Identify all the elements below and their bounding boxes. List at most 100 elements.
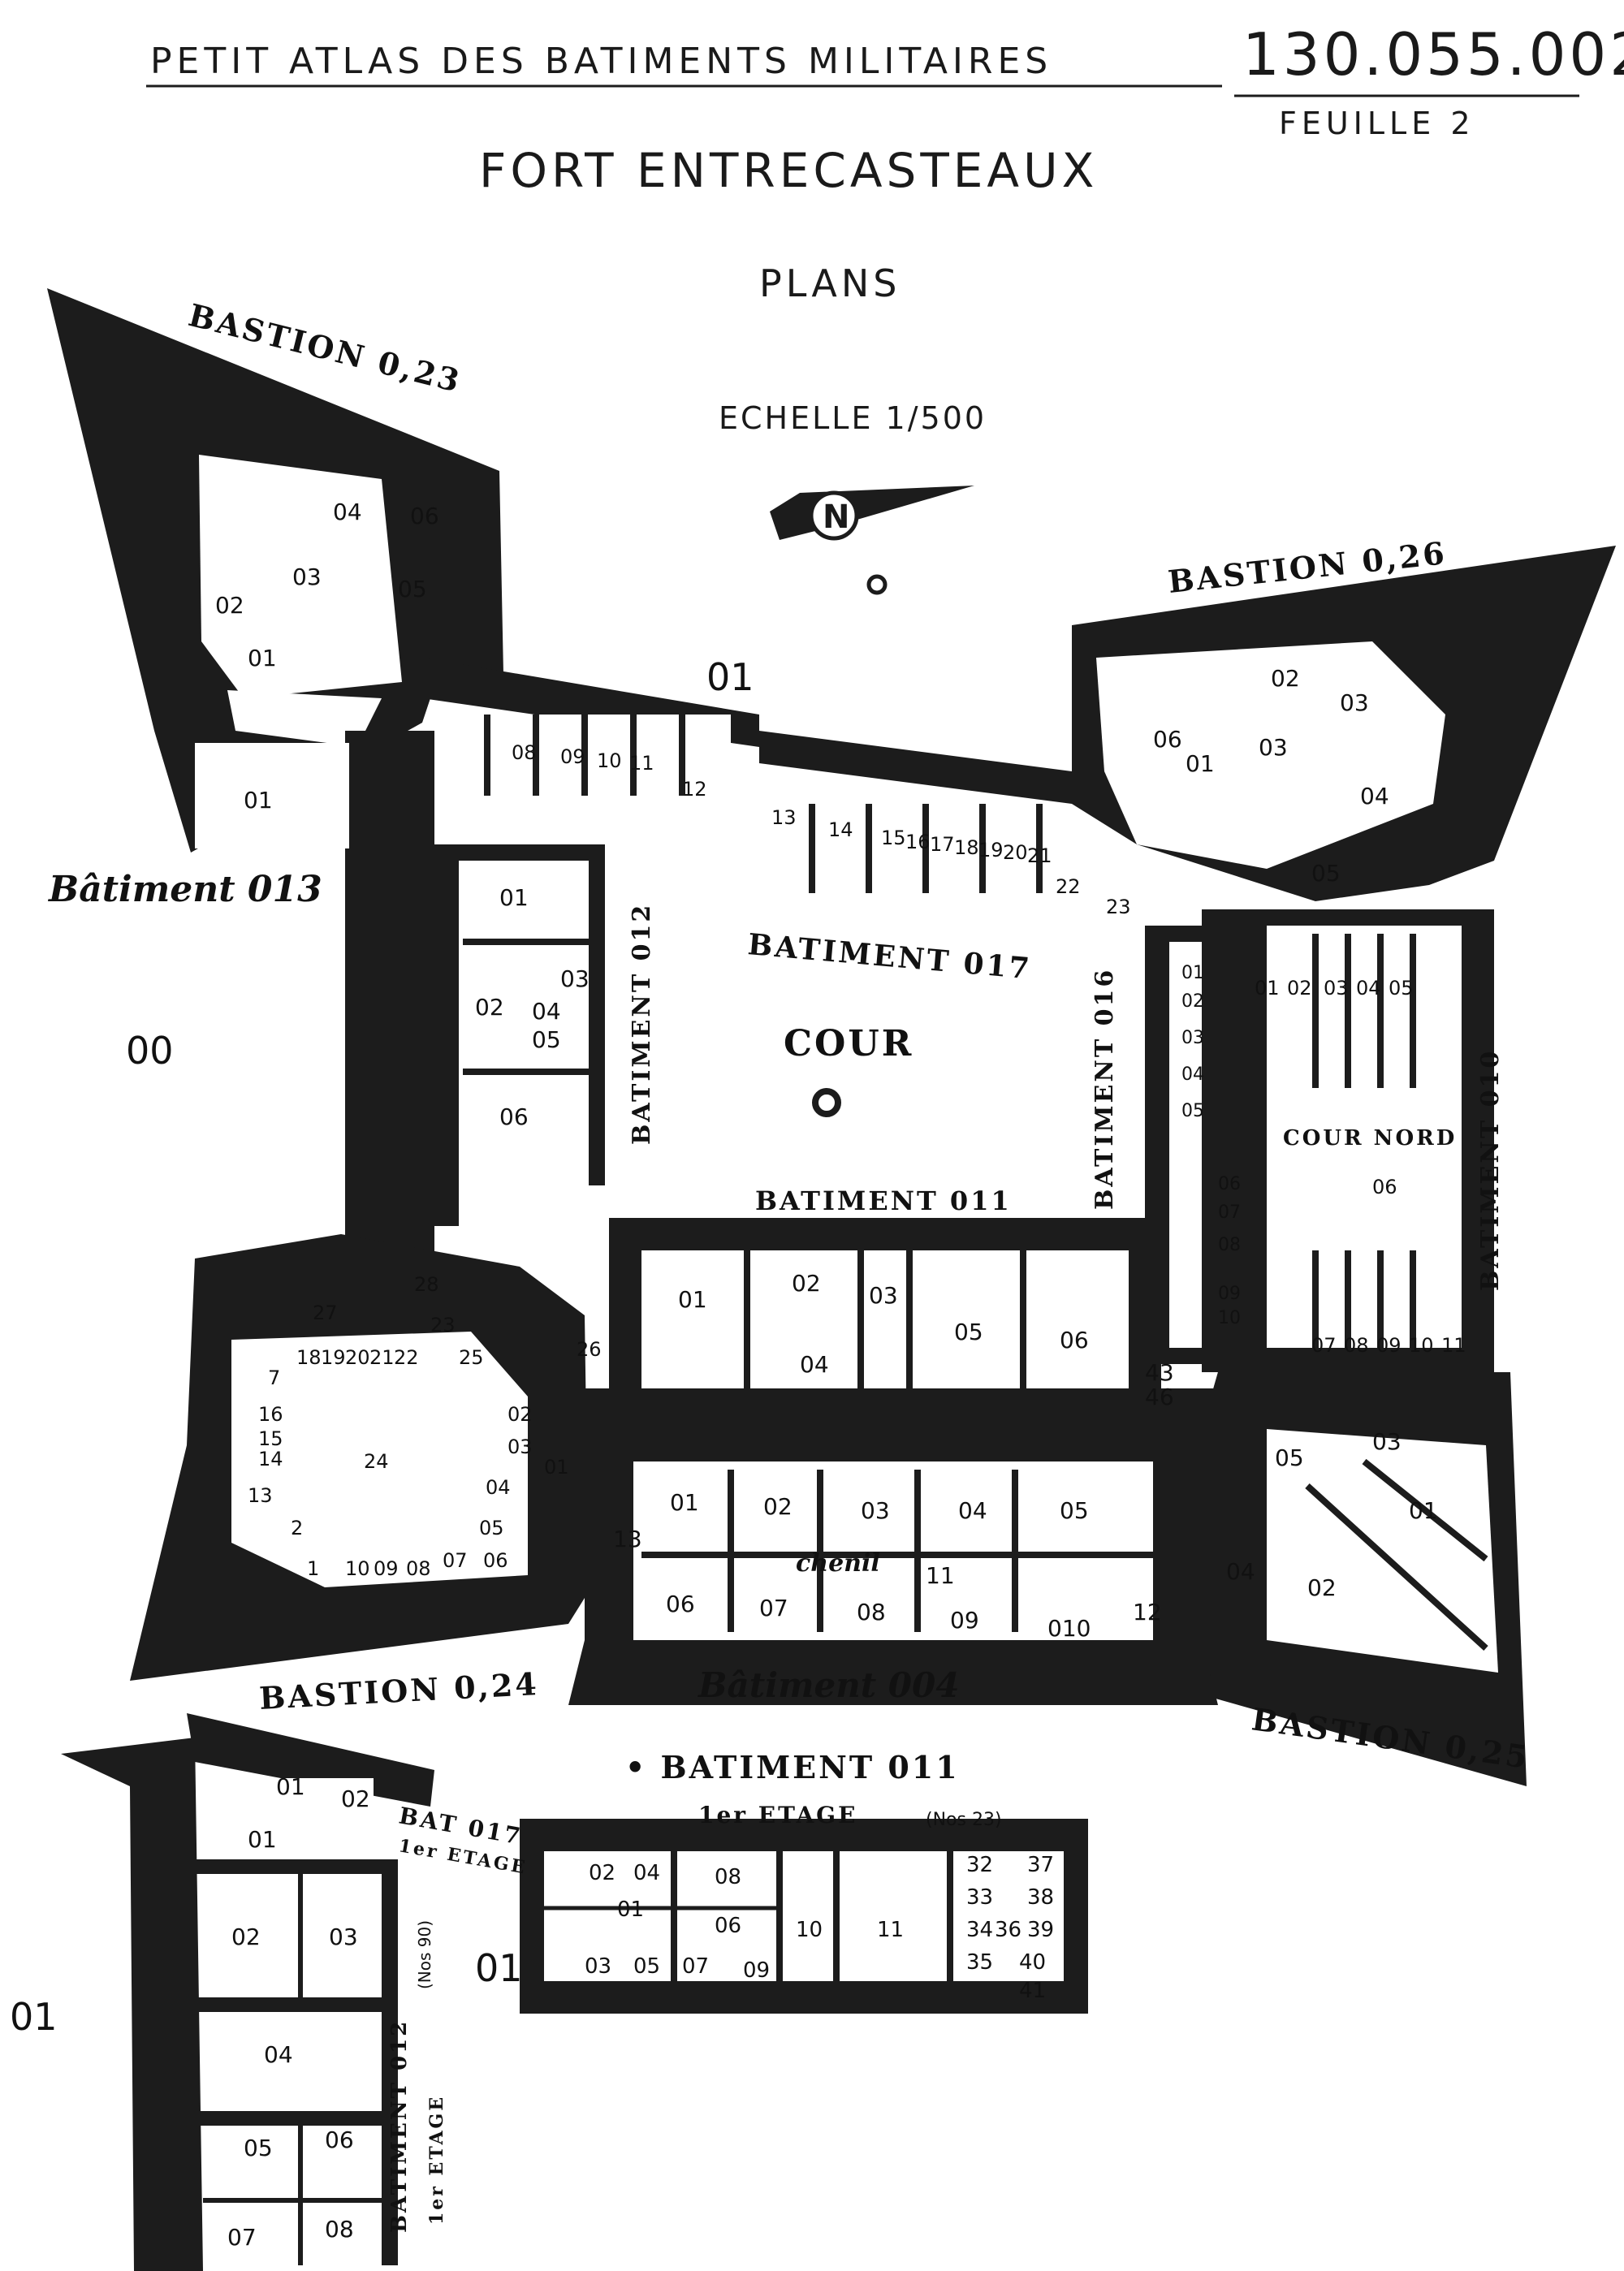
room-number-b026-5: 05 [1311,860,1341,887]
room-number-b012-2: 03 [560,965,590,992]
room-number-b024-9: 22 [394,1346,419,1369]
room-number-b023-4: 05 [398,576,427,602]
room-number-b024-26: 02 [508,1403,533,1426]
building-004-label: Bâtiment 004 [698,1665,959,1705]
room-number-b024-24: 04 [486,1476,511,1499]
room-number-b016-7: 08 [1218,1235,1241,1255]
room-number-b024-15: 13 [248,1484,273,1507]
room-number-b025-0: 01 [1409,1497,1438,1524]
plans-subtitle: PLANS [759,261,901,305]
room-number-b024-14: 14 [258,1448,283,1470]
room-number-b024-0: 24 [364,1450,389,1473]
room-number-b011_up-13: 34 [966,1918,993,1942]
zone-exterior: 00 [126,1029,174,1073]
building-012-label: BATIMENT 012 [628,903,656,1145]
room-number-b026-1: 02 [1271,665,1300,692]
room-number-b011_up-0: 02 [589,1861,615,1885]
room-number-b011_up-10: 09 [743,1958,770,1983]
room-number-b004-7: 08 [857,1599,886,1626]
room-number-b004-1: 02 [763,1493,793,1520]
room-number-b024-7: 20 [345,1346,370,1369]
room-number-b011_up-14: 35 [966,1950,993,1975]
building-013-label: Bâtiment 013 [47,869,322,910]
room-number-b017-9: 17 [930,833,955,856]
b011-upper-walls [520,1819,1088,1851]
compass-label: N [823,499,849,536]
room-number-b011_up-18: 39 [1027,1918,1054,1942]
room-number-b004-11: 12 [1133,1599,1162,1626]
room-number-b016-9: 10 [1218,1308,1241,1328]
room-number-b011-2: 03 [869,1282,898,1309]
room-number-b012-0: 01 [499,884,529,911]
room-number-b024-27: 01 [544,1456,569,1479]
room-number-b011_up-16: 37 [1027,1853,1054,1877]
room-number-b004-4: 05 [1060,1497,1089,1524]
room-number-b024-8: 21 [369,1346,395,1369]
room-number-b011_up-4: 06 [715,1914,741,1938]
room-number-b004-5: 06 [666,1591,695,1617]
room-number-b023-2: 03 [292,563,322,590]
room-number-b011_up-20: 41 [1019,1979,1046,2003]
room-number-b026-4: 04 [1360,783,1389,810]
room-number-b024-22: 06 [483,1549,508,1572]
room-number-b011_up-2: 01 [617,1898,644,1922]
room-number-b024-3: 25 [459,1346,484,1369]
room-number-b025-4: 05 [1275,1444,1304,1471]
room-number-b010-7: 08 [1344,1334,1369,1357]
room-number-b025-3: 04 [1226,1558,1255,1585]
room-number-b024-6: 19 [321,1346,346,1369]
room-number-b011-6: 43 [1145,1359,1174,1386]
room-number-b011_up-17: 38 [1027,1885,1054,1910]
room-number-b026-3: 03 [1259,734,1288,761]
room-number-b017-1: 09 [560,745,585,768]
room-number-b010-1: 02 [1287,977,1312,999]
room-number-b012-1: 02 [475,994,504,1021]
zone-moat-west: 01 [475,1946,523,1990]
room-number-b017-4: 12 [682,778,707,801]
room-number-b010-8: 09 [1376,1334,1402,1357]
room-number-b017-14: 22 [1056,875,1081,898]
sheet-number: FEUILLE 2 [1279,106,1475,141]
room-number-b017_up-1: 02 [341,1785,370,1812]
room-number-b012_up-4: 06 [325,2126,354,2153]
zone-courtyard-north: 01 [706,655,754,699]
room-number-b011-1: 02 [792,1270,821,1297]
room-number-b012_up-0: 02 [231,1923,261,1950]
room-number-b017-5: 13 [771,806,797,829]
room-number-b017_up-2: 01 [248,1826,277,1853]
chenil-label: chenil [796,1549,880,1578]
room-number-b012_up-5: 07 [227,2224,257,2251]
room-number-b016-5: 06 [1218,1174,1241,1194]
room-number-b016-6: 07 [1218,1202,1241,1223]
room-number-b011-7: 46 [1145,1384,1174,1410]
room-number-b024-17: 1 [307,1557,319,1580]
atlas-title: PETIT ATLAS DES BATIMENTS MILITAIRES [150,41,1052,82]
room-number-b017-10: 18 [954,836,979,859]
room-number-b024-19: 09 [374,1557,399,1580]
b011-upper-floor: 1er ETAGE [698,1802,857,1828]
room-number-b012-3: 04 [532,998,561,1025]
room-number-b004-6: 07 [759,1595,788,1621]
courtyard-well-icon [812,1088,841,1117]
room-number-b024-18: 10 [345,1557,370,1580]
room-number-b024-23: 05 [479,1517,504,1539]
room-number-b004-0: 01 [670,1489,699,1516]
room-number-b024-1: 27 [313,1302,338,1324]
room-number-b011_up-15: 36 [995,1918,1021,1942]
reference-number: 130.055.002 [1242,20,1624,89]
b012-upper-floor: 1er ETAGE [426,2095,447,2225]
room-number-b023-0: 01 [248,645,277,671]
room-number-b024-20: 08 [406,1557,431,1580]
bastion-024-label: BASTION 0,24 [258,1665,540,1716]
building-011-label: BATIMENT 011 [755,1185,1012,1216]
room-number-b017-13: 21 [1027,844,1052,867]
room-number-b011_up-5: 10 [796,1918,823,1942]
upper-floor-plans [61,1713,1088,2271]
room-number-b017-3: 11 [629,752,654,775]
room-number-b010-4: 05 [1389,977,1414,999]
building-labels: Bâtiment 013 BATIMENT 012 BATIMENT 017 B… [47,869,1505,1705]
room-number-b011_up-3: 08 [715,1865,741,1889]
room-number-b011_up-12: 33 [966,1885,993,1910]
room-number-b011_up-1: 04 [633,1861,660,1885]
